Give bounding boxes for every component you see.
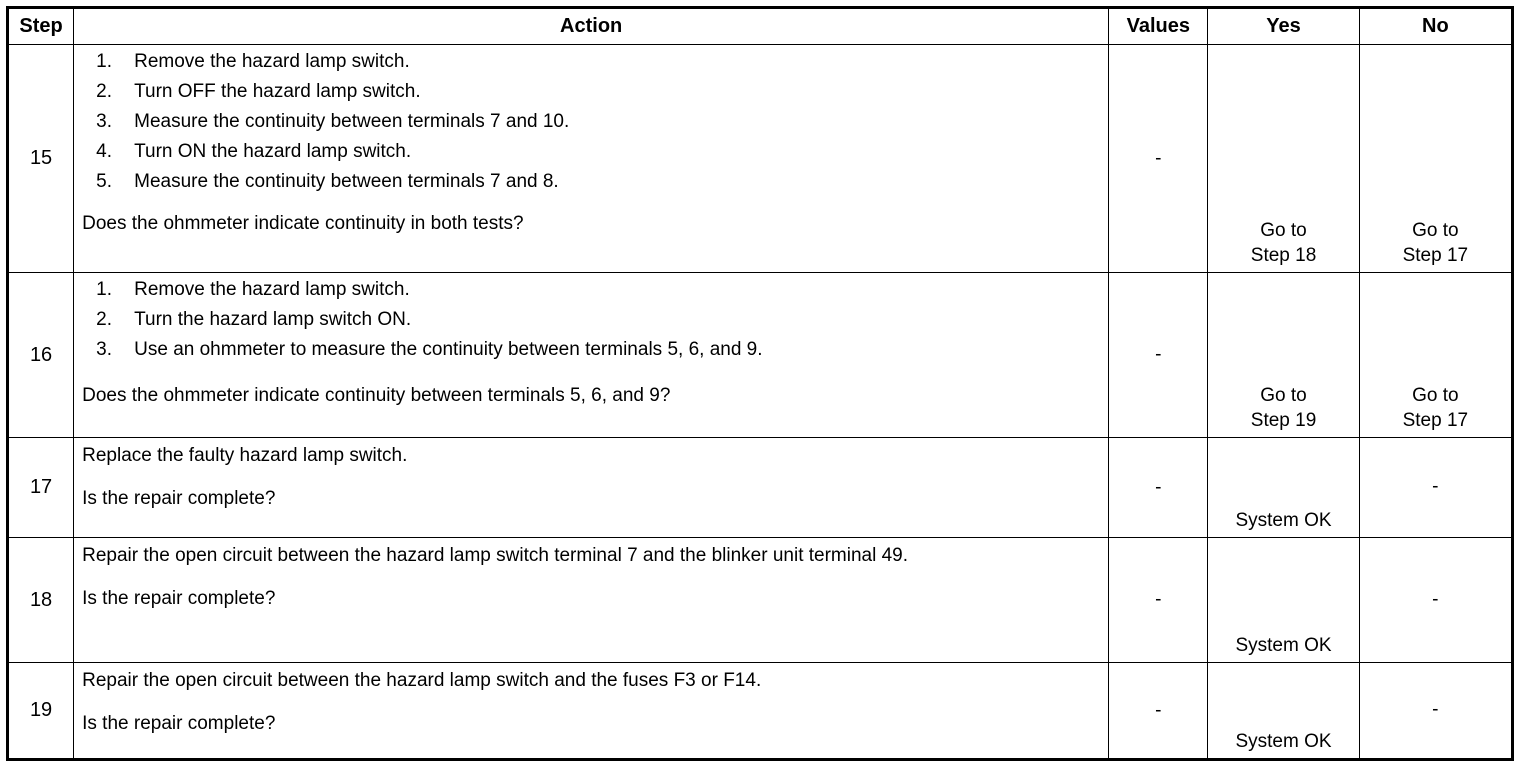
no-branch-line-1: Go to (1412, 220, 1459, 242)
action-cell: Repair the open circuit between the haza… (73, 662, 1110, 760)
no-branch-cell: Go to Step 17 (1358, 272, 1514, 438)
list-item: 2. Turn OFF the hazard lamp switch. (82, 80, 1102, 102)
decision-question: Is the repair complete? (82, 488, 276, 510)
values-cell: - (1108, 662, 1209, 760)
table-row: 19 Repair the open circuit between the h… (6, 662, 1514, 760)
list-item-number: 1. (96, 279, 112, 300)
yes-branch-cell: System OK (1207, 537, 1360, 663)
list-item-text: Turn the hazard lamp switch ON. (134, 308, 412, 330)
table-header: Step Action Values Yes No (6, 7, 1514, 45)
yes-branch-line-1: Go to (1260, 385, 1307, 407)
list-item-text: Measure the continuity between terminals… (134, 110, 570, 132)
column-header-no: No (1358, 7, 1514, 45)
list-item-number: 2. (96, 80, 112, 102)
action-statement: Replace the faulty hazard lamp switch. (82, 445, 408, 466)
list-item: 3. Use an ohmmeter to measure the continu… (82, 338, 1102, 360)
list-item-number: 5. (96, 170, 112, 192)
list-item-text: Turn OFF the hazard lamp switch. (134, 80, 421, 102)
step-number: 17 (6, 437, 75, 538)
list-item: 2. Turn the hazard lamp switch ON. (82, 308, 1102, 330)
no-branch-cell: - (1358, 662, 1514, 760)
list-item-text: Remove the hazard lamp switch. (134, 51, 410, 72)
table-row: 15 1. Remove the hazard lamp switch. 2. Tu… (6, 44, 1514, 273)
list-item: 5. Measure the continuity between termina… (82, 170, 1102, 192)
action-cell: 1. Remove the hazard lamp switch. 2. Turn … (73, 44, 1110, 273)
decision-question: Is the repair complete? (82, 588, 276, 610)
step-number: 18 (6, 537, 75, 663)
decision-question: Does the ohmmeter indicate continuity be… (82, 384, 671, 406)
decision-question: Does the ohmmeter indicate continuity in… (82, 212, 524, 234)
yes-branch-line-2: System OK (1235, 730, 1332, 752)
no-branch-line-1: Go to (1412, 385, 1459, 407)
table-row: 16 1. Remove the hazard lamp switch. 2. Tu… (6, 272, 1514, 438)
list-item: 1. Remove the hazard lamp switch. (82, 280, 1102, 300)
action-statement: Repair the open circuit between the haza… (82, 670, 762, 691)
yes-branch-cell: Go to Step 19 (1207, 272, 1360, 438)
no-branch-cell: - (1358, 537, 1514, 663)
diagnostic-procedure-table: Step Action Values Yes No 15 1. Remove th… (6, 6, 1514, 761)
values-cell: - (1108, 437, 1209, 538)
values-cell: - (1108, 44, 1209, 273)
no-branch-line-1: - (1432, 476, 1439, 498)
yes-branch-line-2: Step 18 (1250, 244, 1317, 266)
column-header-yes: Yes (1207, 7, 1360, 45)
yes-branch-line-2: Step 19 (1250, 409, 1317, 431)
decision-question: Is the repair complete? (82, 713, 276, 735)
list-item-text: Turn ON the hazard lamp switch. (134, 140, 412, 162)
yes-branch-line-2: System OK (1235, 634, 1332, 656)
table-row: 17 Replace the faulty hazard lamp switch… (6, 437, 1514, 538)
no-branch-line-1: - (1432, 699, 1439, 721)
column-header-action: Action (73, 7, 1110, 45)
list-item-number: 2. (96, 308, 112, 330)
list-item-text: Measure the continuity between terminals… (134, 170, 559, 192)
no-branch-cell: Go to Step 17 (1358, 44, 1514, 273)
action-cell: Replace the faulty hazard lamp switch. I… (73, 437, 1110, 538)
action-cell: 1. Remove the hazard lamp switch. 2. Turn … (73, 272, 1110, 438)
no-branch-line-1: - (1432, 588, 1439, 610)
table-row: 18 Repair the open circuit between the h… (6, 537, 1514, 663)
yes-branch-line-2: System OK (1235, 509, 1332, 531)
no-branch-line-2: Step 17 (1402, 244, 1469, 266)
list-item-number: 3. (96, 338, 112, 360)
list-item-number: 1. (96, 51, 112, 72)
numbered-step-list: 1. Remove the hazard lamp switch. 2. Turn … (82, 52, 1102, 192)
yes-branch-line-1: Go to (1260, 220, 1307, 242)
no-branch-line-2: Step 17 (1402, 409, 1469, 431)
table-body: 15 1. Remove the hazard lamp switch. 2. Tu… (6, 44, 1514, 760)
list-item-text: Use an ohmmeter to measure the continuit… (134, 338, 763, 360)
action-statement: Repair the open circuit between the haza… (82, 545, 909, 566)
header-row: Step Action Values Yes No (6, 7, 1514, 45)
list-item: 3. Measure the continuity between termina… (82, 110, 1102, 132)
column-header-step: Step (6, 7, 75, 45)
yes-branch-cell: Go to Step 18 (1207, 44, 1360, 273)
numbered-step-list: 1. Remove the hazard lamp switch. 2. Turn … (82, 280, 1102, 360)
values-cell: - (1108, 272, 1209, 438)
yes-branch-cell: System OK (1207, 437, 1360, 538)
list-item: 4. Turn ON the hazard lamp switch. (82, 140, 1102, 162)
list-item: 1. Remove the hazard lamp switch. (82, 52, 1102, 72)
step-number: 19 (6, 662, 75, 760)
list-item-number: 4. (96, 140, 112, 162)
no-branch-cell: - (1358, 437, 1514, 538)
column-header-values: Values (1108, 7, 1209, 45)
list-item-number: 3. (96, 110, 112, 132)
action-cell: Repair the open circuit between the haza… (73, 537, 1110, 663)
values-cell: - (1108, 537, 1209, 663)
step-number: 16 (6, 272, 75, 438)
list-item-text: Remove the hazard lamp switch. (134, 279, 410, 300)
yes-branch-cell: System OK (1207, 662, 1360, 760)
step-number: 15 (6, 44, 75, 273)
